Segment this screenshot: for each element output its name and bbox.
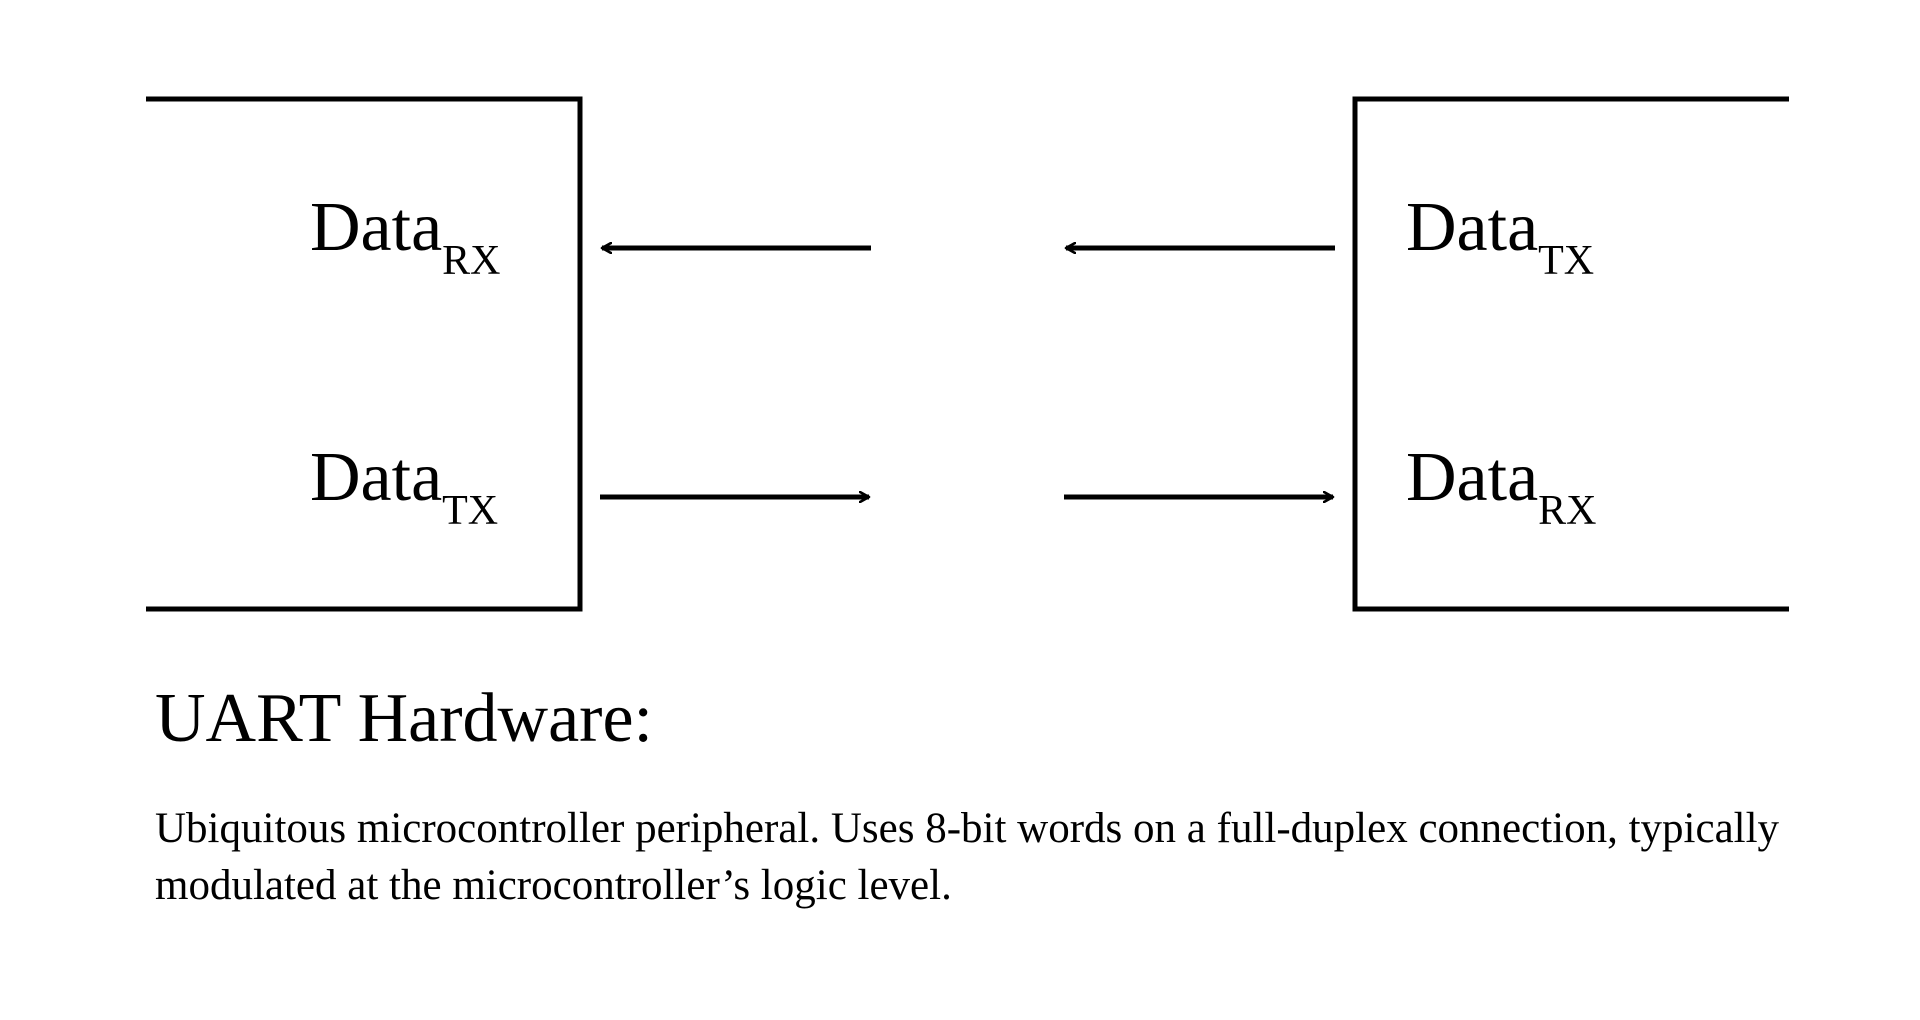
- left-device-box: [146, 96, 583, 612]
- section-description: Ubiquitous microcontroller peripheral. U…: [155, 805, 1780, 909]
- section-heading: UART Hardware:: [155, 680, 653, 757]
- left-port-tx-label: DataTX: [310, 439, 498, 534]
- uart-diagram: DataRX DataTX DataTX DataRX: [146, 96, 1789, 612]
- right-port-rx-label: DataRX: [1406, 439, 1597, 534]
- right-device-box: [1352, 96, 1789, 612]
- left-port-rx-label: DataRX: [310, 189, 501, 284]
- right-port-tx-label: DataTX: [1406, 189, 1594, 284]
